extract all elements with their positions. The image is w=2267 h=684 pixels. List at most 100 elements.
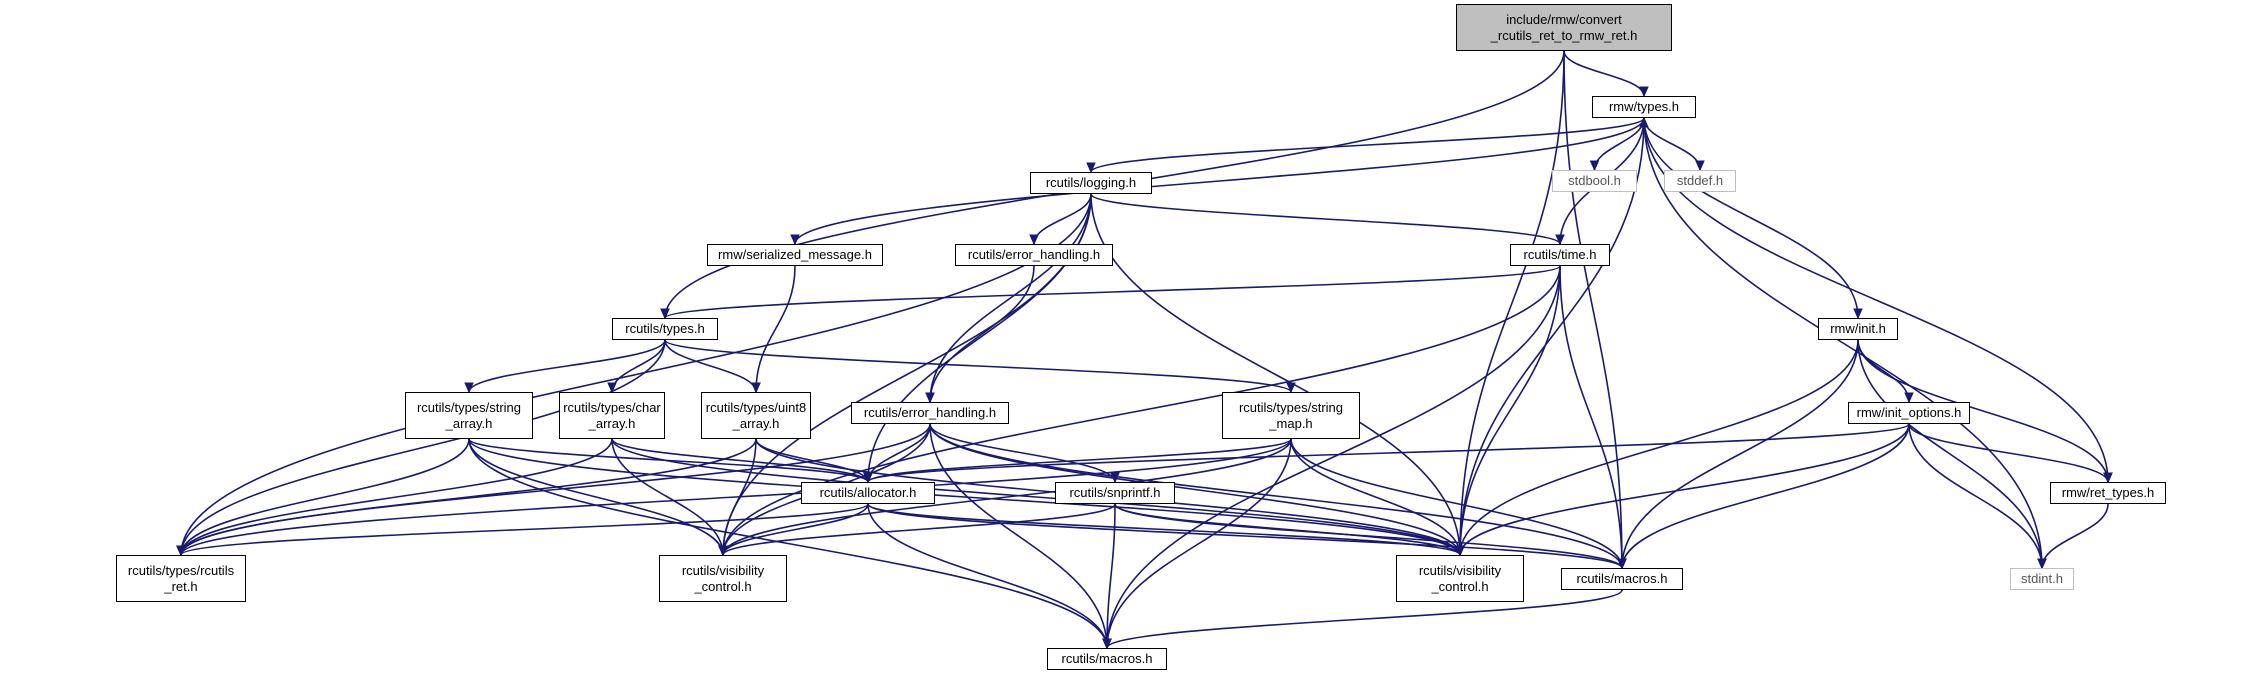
edge-allocator-to-macros-bot: [867, 503, 1108, 649]
edge-ret-types-to-stdint: [2041, 503, 2109, 569]
edge-rcutils-types-to-string-array: [468, 339, 666, 393]
edge-init-options-to-allocator: [867, 423, 1910, 483]
edge-rcutils-eh2-to-macros-mid: [929, 423, 1623, 569]
edge-rcutils-types-to-uint8-array: [664, 339, 757, 393]
edge-string-array-to-macros-bot: [468, 438, 1108, 649]
edge-rcutils-time-to-vis2: [1459, 265, 1561, 556]
edge-arrowhead: [1617, 558, 1627, 570]
edge-rmw-types-to-rmw-init: [1643, 117, 1859, 319]
edge-arrowhead: [1904, 392, 1914, 404]
edge-rcutils-types-to-rcutils-ret: [180, 339, 666, 556]
edge-rcutils-time-to-macros-mid: [1559, 265, 1623, 569]
node-stddef: stddef.h: [1664, 170, 1736, 192]
edge-string-map-to-allocator: [867, 438, 1292, 483]
edge-rmw-init-to-macros-mid: [1621, 339, 1859, 569]
edge-string-array-to-vis2: [468, 438, 1461, 556]
edge-arrowhead: [863, 472, 873, 484]
edge-rcutils-logging-to-rcutils-time: [1090, 193, 1561, 245]
edge-init-options-to-stdint: [1908, 423, 2043, 569]
edge-rmw-serialized-to-uint8-array: [755, 265, 796, 393]
edge-rcutils-eh1-to-rcutils-eh2: [929, 265, 1035, 403]
node-uint8-array[interactable]: rcutils/types/uint8 _array.h: [701, 392, 811, 439]
node-root[interactable]: include/rmw/convert _rcutils_ret_to_rmw_…: [1456, 4, 1672, 51]
edge-arrowhead: [607, 382, 617, 394]
edge-init-options-to-ret-types: [1908, 423, 2109, 483]
node-macros-mid[interactable]: rcutils/macros.h: [1561, 568, 1683, 590]
edge-char-array-to-vis2: [611, 438, 1461, 556]
node-init-options[interactable]: rmw/init_options.h: [1848, 402, 1970, 424]
edge-arrowhead: [1102, 638, 1112, 650]
edge-root-to-vis2: [1459, 50, 1565, 556]
edge-allocator-to-vis1: [722, 503, 869, 556]
edge-rcutils-time-to-macros-bot: [1106, 265, 1561, 649]
node-rmw-types[interactable]: rmw/types.h: [1592, 96, 1696, 118]
edge-rcutils-eh2-to-rcutils-ret: [180, 423, 931, 556]
node-vis1[interactable]: rcutils/visibility _control.h: [659, 555, 787, 602]
edge-rcutils-time-to-rcutils-types: [664, 265, 1561, 319]
edge-arrowhead: [2037, 558, 2047, 570]
edge-snprintf-to-macros-bot: [1106, 503, 1116, 649]
edge-arrowhead: [1086, 162, 1096, 174]
node-allocator[interactable]: rcutils/allocator.h: [801, 482, 935, 504]
node-rcutils-eh2[interactable]: rcutils/error_handling.h: [851, 402, 1009, 424]
edge-arrowhead: [1589, 160, 1600, 172]
node-string-map[interactable]: rcutils/types/string _map.h: [1222, 392, 1360, 439]
edge-rmw-init-to-init-options: [1857, 339, 1910, 403]
node-rcutils-time[interactable]: rcutils/time.h: [1510, 244, 1610, 266]
node-rcutils-ret[interactable]: rcutils/types/rcutils _ret.h: [116, 555, 246, 602]
edge-arrowhead: [751, 382, 761, 394]
edge-allocator-to-vis2: [867, 503, 1461, 556]
node-macros-bot[interactable]: rcutils/macros.h: [1047, 648, 1167, 670]
node-vis2[interactable]: rcutils/visibility _control.h: [1396, 555, 1524, 602]
node-stdint: stdint.h: [2010, 568, 2074, 590]
edge-arrowhead: [660, 308, 670, 320]
node-rcutils-logging[interactable]: rcutils/logging.h: [1030, 172, 1152, 194]
edge-string-map-to-vis1: [722, 438, 1292, 556]
edge-allocator-to-macros-mid: [867, 503, 1623, 569]
edge-allocator-to-rcutils-ret: [180, 503, 869, 556]
edge-char-array-to-vis1: [611, 438, 724, 556]
node-stdbool: stdbool.h: [1552, 170, 1637, 192]
node-snprintf[interactable]: rcutils/snprintf.h: [1055, 482, 1175, 504]
edge-arrowhead: [176, 545, 186, 557]
node-rmw-init[interactable]: rmw/init.h: [1818, 318, 1898, 340]
edge-arrowhead: [1455, 545, 1465, 557]
edge-rmw-types-to-rcutils-logging: [1090, 117, 1645, 173]
edge-rcutils-types-to-string-map: [664, 339, 1292, 393]
node-char-array[interactable]: rcutils/types/char _array.h: [559, 392, 665, 439]
edge-init-options-to-vis2: [1459, 423, 1910, 556]
edge-rmw-types-to-stdint: [1643, 117, 2043, 569]
node-ret-types[interactable]: rmw/ret_types.h: [2050, 482, 2166, 504]
edge-snprintf-to-macros-mid: [1114, 503, 1623, 569]
edge-rcutils-time-to-vis1: [722, 265, 1561, 556]
edge-rmw-init-to-ret-types: [1857, 339, 2109, 483]
edge-arrowhead: [718, 545, 728, 557]
edge-rmw-types-to-stddef: [1643, 117, 1701, 171]
node-rmw-serialized[interactable]: rmw/serialized_message.h: [707, 244, 883, 266]
edge-arrowhead: [1286, 382, 1296, 394]
node-string-array[interactable]: rcutils/types/string _array.h: [405, 392, 533, 439]
node-rcutils-eh1[interactable]: rcutils/error_handling.h: [955, 244, 1113, 266]
node-rcutils-types[interactable]: rcutils/types.h: [612, 318, 718, 340]
edge-arrowhead: [1639, 116, 1649, 128]
edge-char-array-to-rcutils-ret: [180, 438, 613, 556]
edge-rcutils-logging-to-allocator: [867, 193, 1092, 483]
edge-string-array-to-vis1: [468, 438, 724, 556]
edge-rmw-init-to-vis2: [1459, 339, 1859, 556]
edge-arrowhead: [1029, 234, 1039, 246]
edge-snprintf-to-vis1: [722, 503, 1116, 556]
edge-arrowhead: [1853, 308, 1863, 320]
edge-string-map-to-macros-bot: [1106, 438, 1292, 649]
edge-arrowhead: [1639, 86, 1649, 98]
edge-string-map-to-vis2: [1290, 438, 1461, 556]
edge-arrowhead: [2103, 472, 2113, 484]
edge-macros-mid-to-macros-bot: [1106, 589, 1623, 649]
edge-rmw-init-to-stdint: [1857, 339, 2043, 569]
edge-arrowhead: [464, 382, 474, 394]
edge-uint8-array-to-rcutils-ret: [180, 438, 757, 556]
edge-char-array-to-allocator: [611, 438, 869, 483]
edge-arrowhead: [925, 392, 935, 404]
edge-rmw-types-to-vis2: [1459, 117, 1645, 556]
